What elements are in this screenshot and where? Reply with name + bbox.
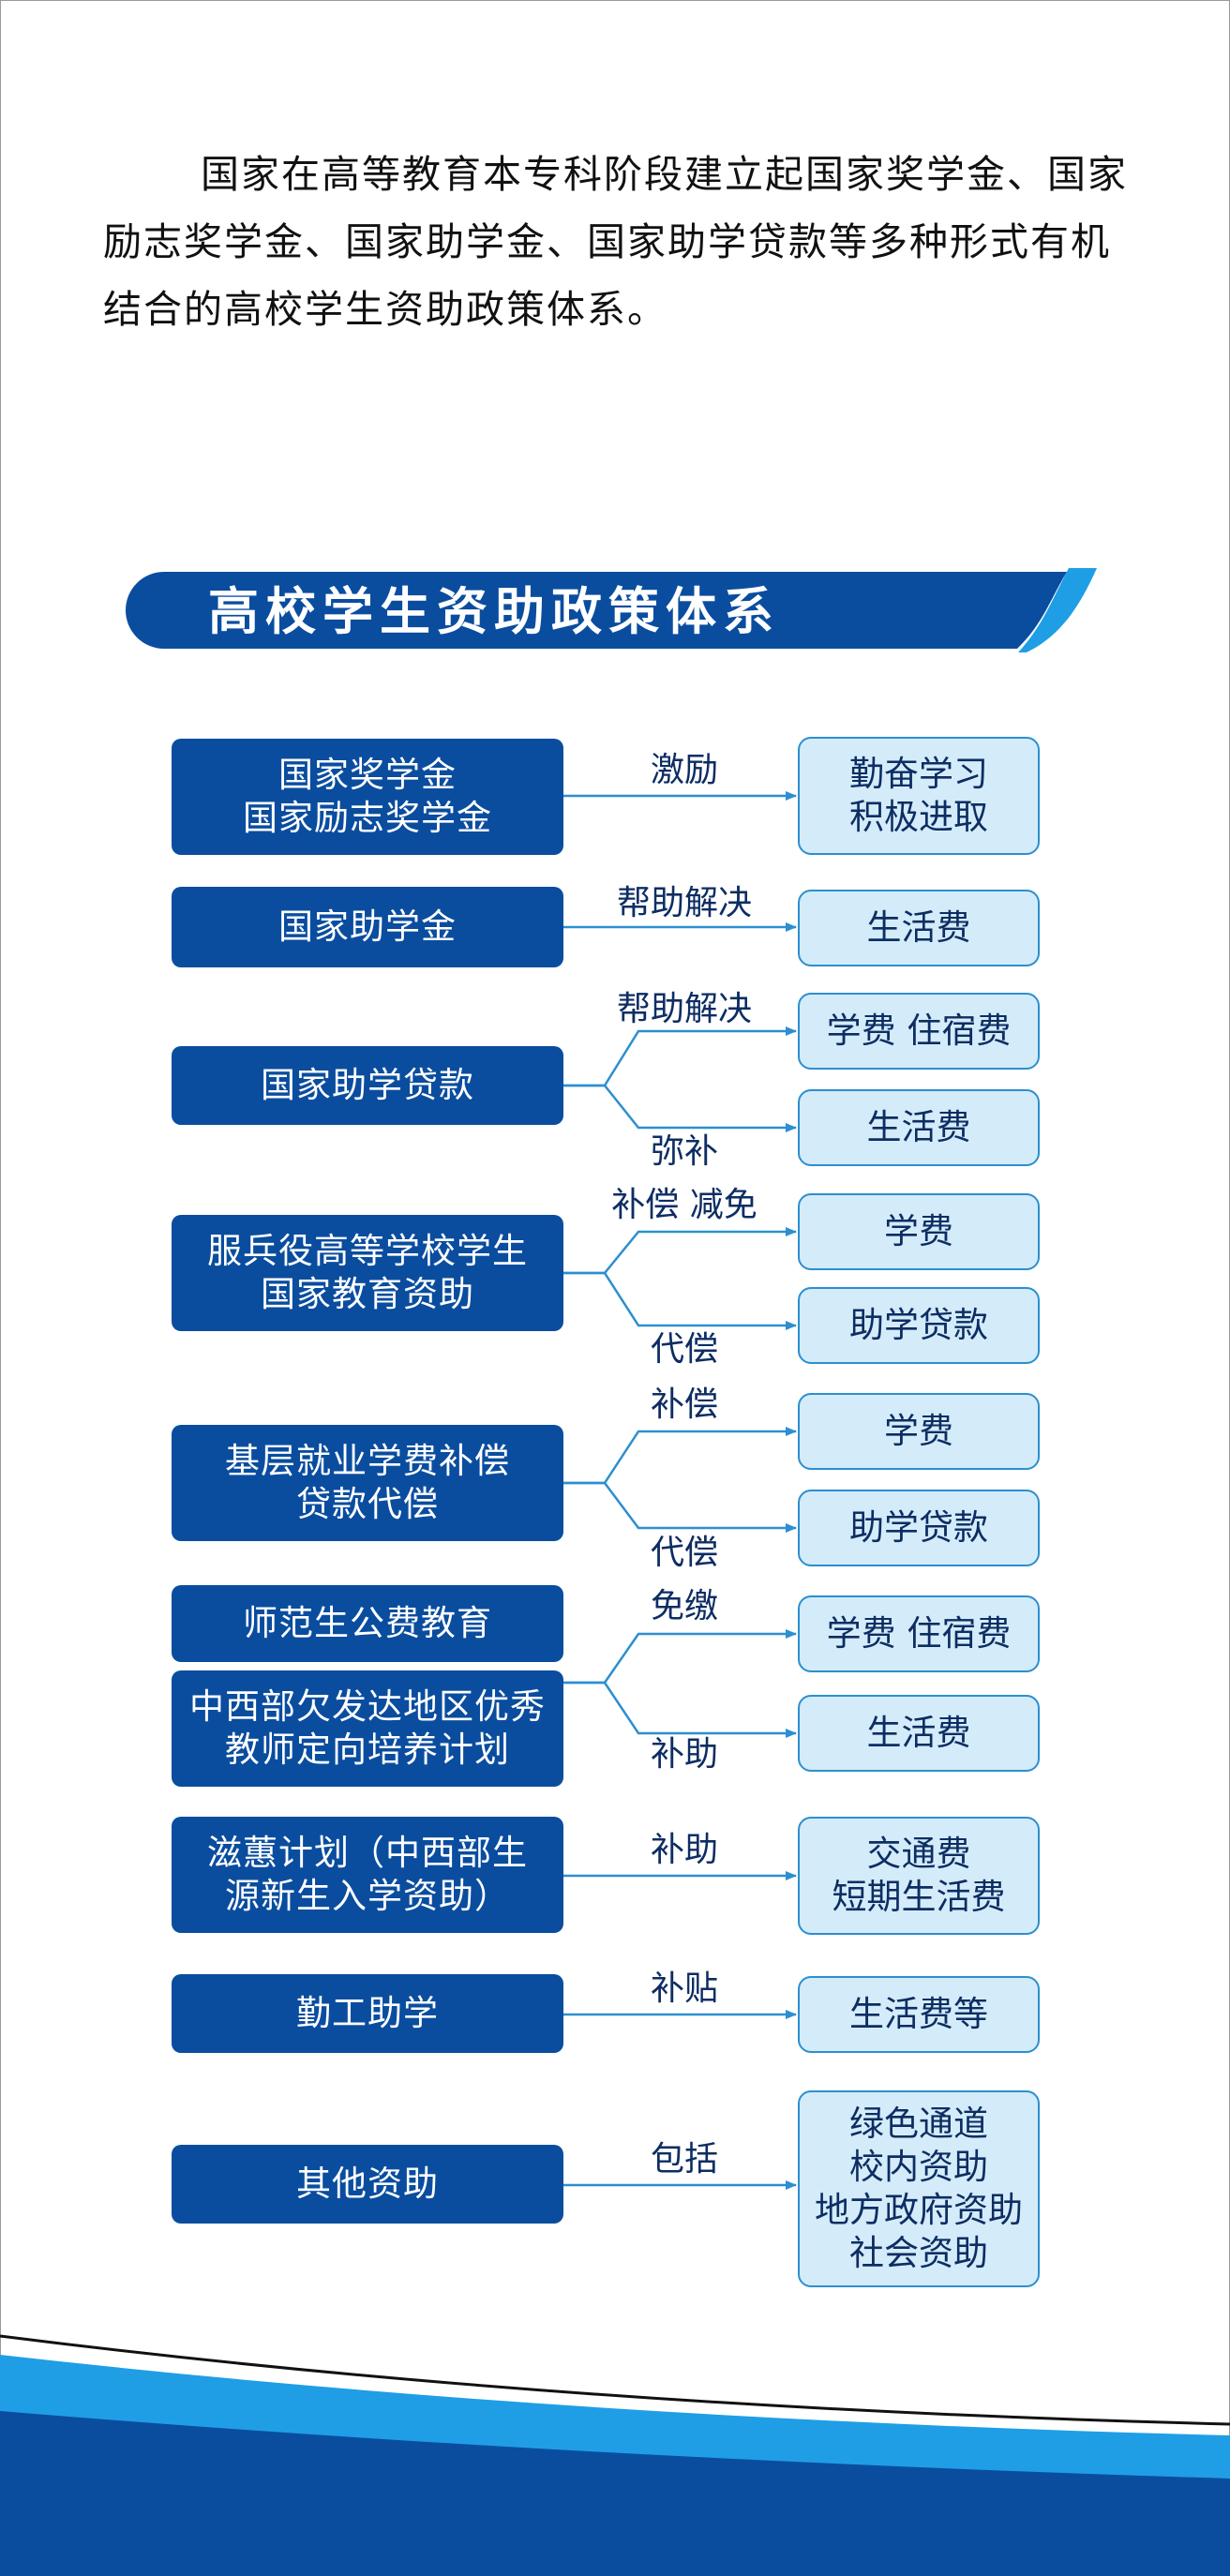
target-box-row-0-a: 勤奋学习 积极进取 [798, 737, 1040, 855]
policy-line: 基层就业学费补偿 [225, 1441, 510, 1481]
banner-title: 高校学生资助政策体系 [208, 582, 780, 641]
connector-arrow [563, 1629, 797, 1685]
edge-label: 弥补 [650, 1132, 718, 1171]
policy-box-row-5: 师范生公费教育 [172, 1585, 563, 1662]
target-box-row-6-a: 交通费 短期生活费 [798, 1817, 1040, 1935]
target-box-row-7-a: 生活费等 [798, 1976, 1040, 2053]
policy-box-row-0: 国家奖学金 国家励志奖学金 [172, 739, 563, 855]
target-box-row-5-b: 生活费 [798, 1695, 1040, 1772]
edge-label: 帮助解决 [616, 990, 752, 1028]
edge-label: 包括 [650, 2140, 718, 2179]
edge-label: 补偿 [650, 1385, 718, 1424]
target-box-row-3-b: 助学贷款 [798, 1287, 1040, 1364]
target-box-row-4-a: 学费 [798, 1393, 1040, 1470]
target-line: 生活费 [866, 1713, 971, 1753]
target-line: 助学贷款 [849, 1305, 988, 1345]
edge-label: 补助 [650, 1735, 718, 1774]
policy-line: 国家教育资助 [261, 1274, 474, 1314]
target-line: 社会资助 [849, 2233, 988, 2273]
connector-arrow [563, 1271, 797, 1330]
target-line: 生活费 [866, 907, 971, 948]
policy-box-row-4: 基层就业学费补偿 贷款代偿 [172, 1425, 563, 1541]
connector-arrow [563, 1026, 797, 1087]
target-line: 校内资助 [849, 2147, 988, 2187]
target-line: 短期生活费 [832, 1877, 1006, 1917]
connector-arrow [563, 1427, 797, 1485]
connector-arrow [563, 1227, 797, 1275]
policy-box-row-1: 国家助学金 [172, 887, 563, 967]
target-line: 生活费 [866, 1107, 971, 1147]
target-line: 学费 [884, 1211, 953, 1251]
policy-line: 中西部欠发达地区优秀 [189, 1686, 546, 1727]
connector-arrow [563, 1681, 797, 1738]
target-line: 积极进取 [849, 797, 988, 837]
target-line: 绿色通道 [849, 2104, 988, 2144]
intro-paragraph: 国家在高等教育本专科阶段建立起国家奖学金、国家励志奖学金、国家助学金、国家助学贷… [103, 152, 1128, 332]
target-box-row-2-a: 学费 住宿费 [798, 993, 1040, 1070]
policy-box-row-2: 国家助学贷款 [172, 1046, 563, 1125]
policy-line: 国家助学金 [278, 906, 457, 947]
banner-shape [126, 568, 1097, 652]
policy-box-row-5-second: 中西部欠发达地区优秀 教师定向培养计划 [172, 1670, 563, 1787]
target-line: 学费 住宿费 [826, 1011, 1012, 1051]
policy-box-row-6: 滋蕙计划（中西部生 源新生入学资助） [172, 1817, 563, 1933]
connector-arrow [563, 1084, 797, 1132]
policy-box-row-7: 勤工助学 [172, 1974, 563, 2053]
policy-line: 贷款代偿 [296, 1484, 439, 1524]
policy-line: 源新生入学资助） [225, 1876, 510, 1916]
edge-label: 代偿 [650, 1330, 718, 1369]
target-line: 交通费 [866, 1834, 971, 1874]
policy-line: 教师定向培养计划 [225, 1730, 510, 1770]
edge-label: 激励 [650, 751, 718, 789]
target-line: 地方政府资助 [815, 2190, 1023, 2230]
target-box-row-3-a: 学费 [798, 1193, 1040, 1270]
policy-line: 国家励志奖学金 [243, 798, 492, 838]
policy-box-row-3: 服兵役高等学校学生 国家教育资助 [172, 1215, 563, 1331]
edge-label: 免缴 [650, 1587, 718, 1625]
edge-label: 代偿 [650, 1534, 718, 1572]
target-box-row-4-b: 助学贷款 [798, 1490, 1040, 1566]
target-box-row-1-a: 生活费 [798, 890, 1040, 966]
policy-box-row-8: 其他资助 [172, 2145, 563, 2224]
policy-line: 国家奖学金 [278, 755, 457, 795]
target-box-row-5-a: 学费 住宿费 [798, 1595, 1040, 1672]
target-line: 助学贷款 [849, 1507, 988, 1548]
target-line: 学费 [884, 1411, 953, 1451]
target-line: 勤奋学习 [849, 754, 988, 794]
connector-arrow [563, 1481, 797, 1533]
policy-line: 国家助学贷款 [261, 1065, 474, 1105]
edge-label: 补助 [650, 1831, 718, 1869]
edge-label: 补贴 [650, 1969, 718, 2008]
policy-line: 勤工助学 [296, 1993, 439, 2033]
policy-line: 师范生公费教育 [243, 1603, 492, 1643]
target-box-row-2-b: 生活费 [798, 1089, 1040, 1166]
target-box-row-8-a: 绿色通道 校内资助 地方政府资助 社会资助 [798, 2090, 1040, 2287]
target-line: 学费 住宿费 [826, 1613, 1012, 1654]
bottom-decoration [0, 2334, 1230, 2576]
policy-line: 其他资助 [296, 2164, 439, 2204]
policy-line: 滋蕙计划（中西部生 [207, 1833, 528, 1873]
policy-line: 服兵役高等学校学生 [207, 1231, 528, 1271]
target-line: 生活费等 [849, 1994, 988, 2034]
edge-label: 帮助解决 [616, 884, 752, 922]
edge-label: 补偿 减免 [611, 1186, 758, 1224]
